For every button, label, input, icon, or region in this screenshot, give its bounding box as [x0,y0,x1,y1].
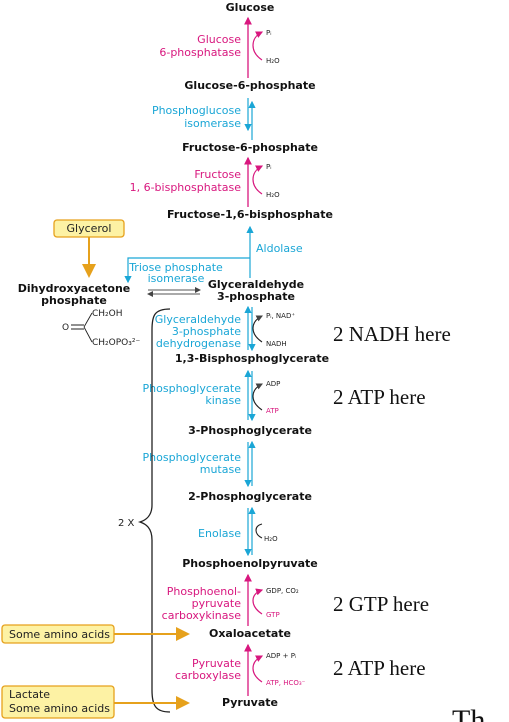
enzyme-phosphoglucose-isomerase-line2: isomerase [184,117,241,130]
cofactor-gtp: GTP [266,611,280,619]
cofactor-adp: ADP [266,380,280,388]
two-x-label: 2 X [118,518,135,529]
side-arrow-gapdh [252,315,263,343]
side-arrow-fbpase [252,165,264,195]
enzyme-aldolase: Aldolase [256,242,303,255]
annotation-partial-text: Th [452,704,485,722]
annotation-2-atp-2: 2 ATP here [333,656,426,680]
metabolite-glucose-6-phosphate: Glucose-6-phosphate [184,79,315,92]
enzyme-glucose-6-phosphatase-line2: 6-phosphatase [159,46,241,59]
structure-ch2oh: CH₂OH [92,309,123,319]
cofactor-atp: ATP [266,407,279,415]
metabolite-dhap-line2: phosphate [41,294,107,307]
structure-double-bond [71,324,84,330]
enzyme-phosphoglycerate-mutase-line1: Phosphoglycerate [143,451,242,464]
enzyme-enolase: Enolase [198,527,241,540]
enzyme-gapdh-line2: 3-phosphate [172,325,241,338]
enzyme-triose-phosphate-isomerase-line1: Triose phosphate [128,261,223,274]
metabolite-1-3-bisphosphoglycerate: 1,3-Bisphosphoglycerate [175,352,329,365]
cofactor-h2o-3: H₂O [264,535,278,543]
dhap-structure: CH₂OH O CH₂OPO₃²⁻ [62,309,140,348]
side-arrow-pgk [252,383,263,411]
cofactor-atp-hco3: ATP, HCO₃⁻ [266,679,306,687]
enzyme-phosphoglucose-isomerase-line1: Phosphoglucose [152,104,241,117]
two-x-bracket [137,308,171,713]
metabolite-dhap-line1: Dihydroxyacetone [18,282,131,295]
structure-bonds [83,312,93,343]
annotation-2-atp-1: 2 ATP here [333,385,426,409]
cofactor-h2o-2: H₂O [266,191,280,199]
enzyme-glucose-6-phosphatase-line1: Glucose [197,33,241,46]
cofactor-gdp-co2: GDP, CO₂ [266,587,299,595]
metabolite-gap-line1: Glyceraldehyde [208,278,304,291]
enzyme-gapdh-line3: dehydrogenase [156,337,241,350]
cofactor-pi-nad: Pᵢ, NAD⁺ [266,312,295,320]
structure-ch2opo3: CH₂OPO₃²⁻ [92,338,140,348]
enzyme-phosphoglycerate-kinase-line1: Phosphoglycerate [143,382,242,395]
metabolite-3-phosphoglycerate: 3-Phosphoglycerate [188,424,312,437]
cofactor-pi-1: Pᵢ [266,29,271,37]
lactate-label: Lactate [9,688,50,701]
metabolite-phosphoenolpyruvate: Phosphoenolpyruvate [182,557,318,570]
annotation-2-gtp: 2 GTP here [333,592,429,616]
enzyme-pepck-line3: carboxykinase [162,609,242,622]
enzyme-fbpase-line1: Fructose [194,168,241,181]
side-arrow-pc [252,655,264,683]
metabolite-oxaloacetate: Oxaloacetate [209,627,291,640]
glycerol-label: Glycerol [67,222,112,235]
annotation-2-nadh: 2 NADH here [333,322,451,346]
enzyme-triose-phosphate-isomerase-line2: isomerase [148,272,205,285]
enzyme-gapdh-line1: Glyceraldehyde [155,313,241,326]
metabolite-fructose-1-6-bisphosphate: Fructose-1,6-bisphosphate [167,208,333,221]
enzyme-pepck-line1: Phosphoenol- [167,585,241,598]
amino-acids-label: Some amino acids [9,628,110,641]
metabolite-glucose: Glucose [226,1,275,14]
enzyme-pepck-line2: pyruvate [192,597,242,610]
metabolite-2-phosphoglycerate: 2-Phosphoglycerate [188,490,312,503]
metabolite-fructose-6-phosphate: Fructose-6-phosphate [182,141,318,154]
cofactor-adp-pi: ADP + Pᵢ [266,652,296,660]
lactate-amino-acids-label: Some amino acids [9,702,110,715]
metabolite-pyruvate: Pyruvate [222,696,278,709]
cofactor-pi-2: Pᵢ [266,163,271,171]
enzyme-fbpase-line2: 1, 6-bisphosphatase [130,181,242,194]
side-arrow-enolase [255,523,263,539]
structure-o: O [62,323,69,333]
enzyme-pyruvate-carboxylase-line1: Pyruvate [192,657,241,670]
enzyme-phosphoglycerate-mutase-line2: mutase [200,463,241,476]
cofactor-h2o-1: H₂O [266,57,280,65]
cofactor-nadh: NADH [266,340,287,348]
metabolite-gap-line2: 3-phosphate [217,290,295,303]
enzyme-pyruvate-carboxylase-line2: carboxylase [175,669,241,682]
side-arrow-pepck [252,588,264,615]
aldolase-branch [124,257,250,284]
side-arrow-g6pase [252,31,264,61]
enzyme-phosphoglycerate-kinase-line2: kinase [205,394,241,407]
